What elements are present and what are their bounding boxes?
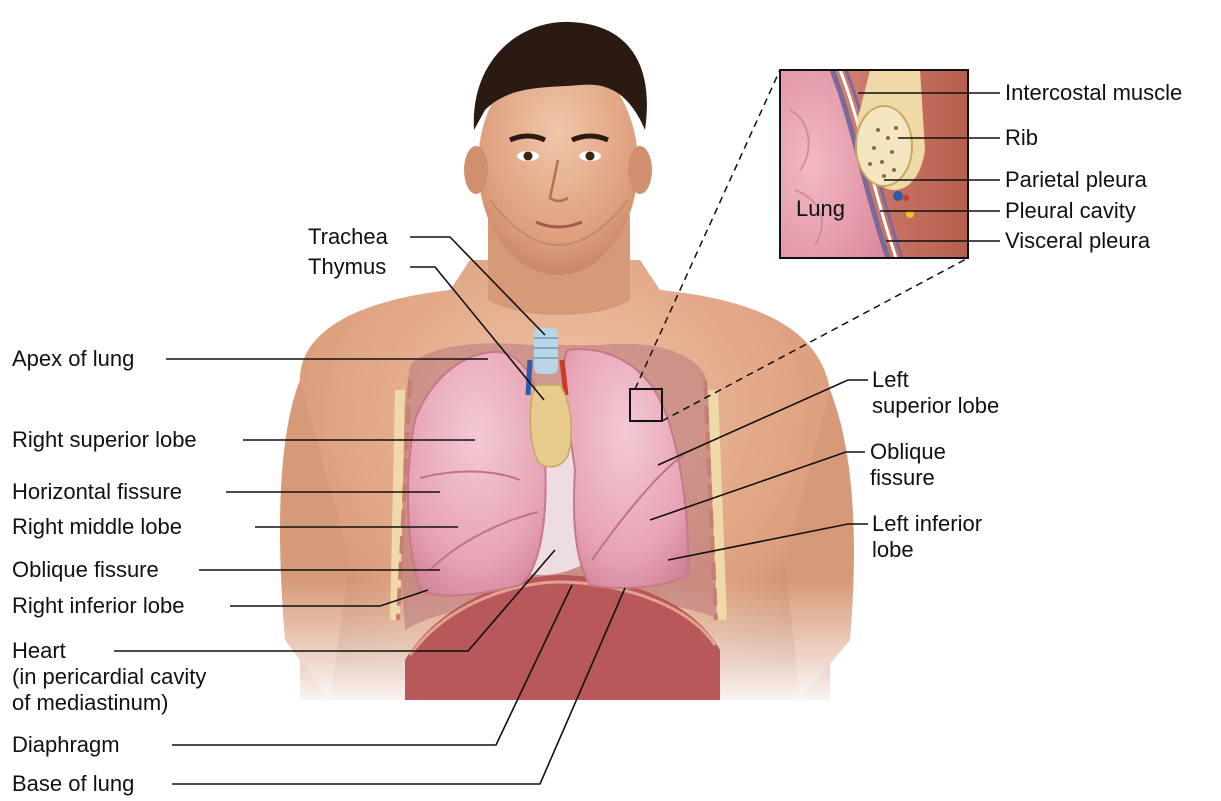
head xyxy=(464,22,652,315)
pleural-cavity-label: Pleural cavity xyxy=(1005,198,1136,224)
left-superior-lobe-label: Left superior lobe xyxy=(872,367,999,419)
oblique-fissure-right-label: Oblique fissure xyxy=(12,557,159,583)
trachea-label: Trachea xyxy=(308,224,388,250)
inset-lung-label: Lung xyxy=(796,196,845,222)
base-of-lung-label: Base of lung xyxy=(12,771,134,797)
oblique-fissure-left-label: Oblique fissure xyxy=(870,439,946,491)
left-inferior-lobe-label: Left inferior lobe xyxy=(872,511,982,563)
intercostal-muscle-label: Intercostal muscle xyxy=(1005,80,1182,106)
inset-detail xyxy=(780,70,968,258)
right-superior-lobe-label: Right superior lobe xyxy=(12,427,197,453)
horizontal-fissure-label: Horizontal fissure xyxy=(12,479,182,505)
rib-label: Rib xyxy=(1005,125,1038,151)
thymus-label: Thymus xyxy=(308,254,386,280)
right-inferior-lobe-label: Right inferior lobe xyxy=(12,593,184,619)
apex-of-lung-label: Apex of lung xyxy=(12,346,134,372)
parietal-pleura-label: Parietal pleura xyxy=(1005,167,1147,193)
diaphragm-label: Diaphragm xyxy=(12,732,120,758)
thymus-shape xyxy=(530,385,571,467)
visceral-pleura-label: Visceral pleura xyxy=(1005,228,1150,254)
right-middle-lobe-label: Right middle lobe xyxy=(12,514,182,540)
heart-label: Heart (in pericardial cavity of mediasti… xyxy=(12,638,206,716)
